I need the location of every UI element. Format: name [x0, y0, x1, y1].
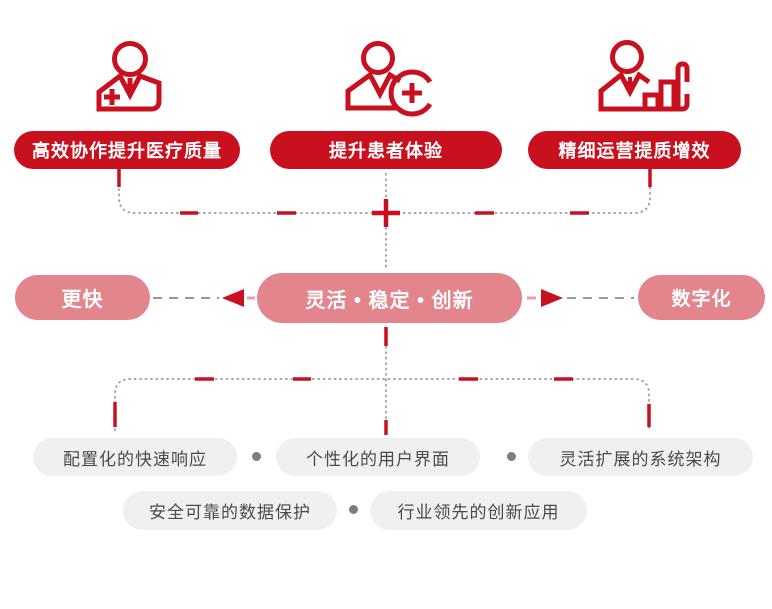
patient-plus-icon	[340, 38, 440, 123]
benefit-pill-operations: 精细运营提质增效	[528, 131, 741, 169]
bottom-bracket-dotted-line	[114, 378, 650, 431]
feature-pill-innovative-apps: 行业领先的创新应用	[370, 491, 587, 530]
feature-pill-personalized-ui: 个性化的用户界面	[276, 438, 480, 476]
bottom-red-accents	[113, 377, 651, 427]
top-bracket-dotted-line	[118, 172, 651, 214]
feature-pill-configurable-response: 配置化的快速响应	[33, 438, 237, 476]
doctor-icon	[85, 38, 175, 123]
separator-dot	[507, 452, 516, 461]
separator-dot	[349, 505, 358, 514]
feature-pill-data-security: 安全可靠的数据保护	[123, 491, 337, 530]
operations-growth-icon	[595, 38, 695, 123]
separator-dot	[252, 452, 261, 461]
feature-pill-flexible-architecture: 灵活扩展的系统架构	[528, 438, 753, 476]
right-arrowhead	[541, 289, 563, 307]
keyword-pill-digital: 数字化	[638, 275, 765, 320]
benefit-pill-patient-experience: 提升患者体验	[270, 131, 502, 169]
cross-plus-mark	[372, 199, 400, 227]
benefit-pill-collaboration: 高效协作提升医疗质量	[14, 131, 240, 169]
keyword-pill-center: 灵活 • 稳定 • 创新	[257, 273, 522, 323]
keyword-pill-faster: 更快	[15, 275, 150, 320]
top-red-accents	[117, 169, 652, 215]
left-arrowhead	[222, 289, 244, 307]
